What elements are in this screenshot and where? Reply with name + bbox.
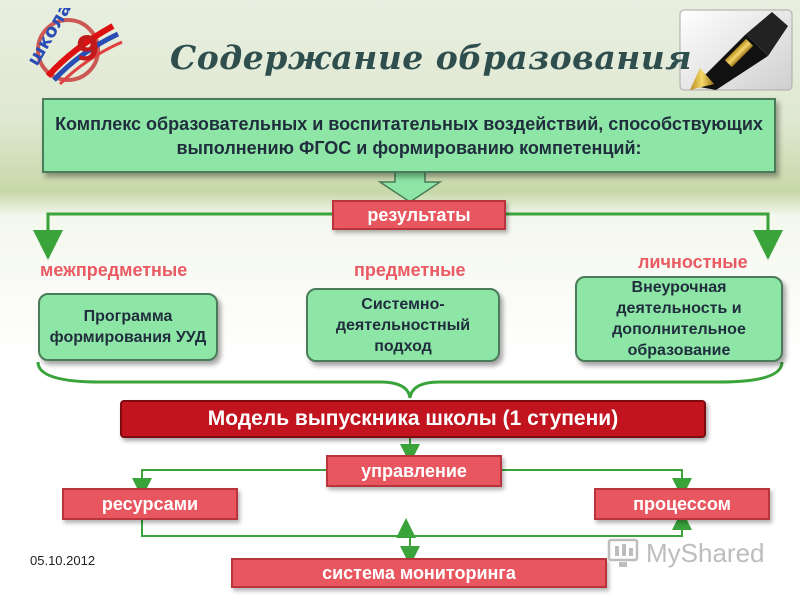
category-personal: личностные [638, 252, 748, 272]
box-extracurricular: Внеурочная деятельность и дополнительное… [575, 276, 783, 362]
management-label: управление [326, 455, 502, 487]
fountain-pen-icon [679, 9, 793, 91]
myshared-logo-icon [607, 538, 639, 567]
resources-label: ресурсами [62, 488, 238, 520]
graduate-model-banner: Модель выпускника школы (1 ступени) [120, 400, 706, 438]
down-arrow-icon [377, 169, 443, 203]
watermark-text: MyShared [646, 538, 765, 568]
number-nine-icon: 9 [76, 29, 100, 69]
monitoring-label: система мониторинга [231, 558, 607, 588]
slide-date: 05.10.2012 [30, 553, 96, 568]
box-uud-program: Программа формирования УУД [38, 293, 218, 361]
box-system-activity-approach: Системно-деятельностный подход [306, 288, 500, 362]
category-interdisciplinary: межпредметные [40, 260, 188, 280]
page-title: Содержание образования [170, 38, 693, 77]
top-description-box: Комплекс образовательных и воспитательны… [42, 98, 776, 173]
school-logo: 9 школа [23, 8, 123, 86]
results-label: результаты [332, 200, 506, 230]
process-label: процессом [594, 488, 770, 520]
category-subject: предметные [354, 260, 466, 280]
